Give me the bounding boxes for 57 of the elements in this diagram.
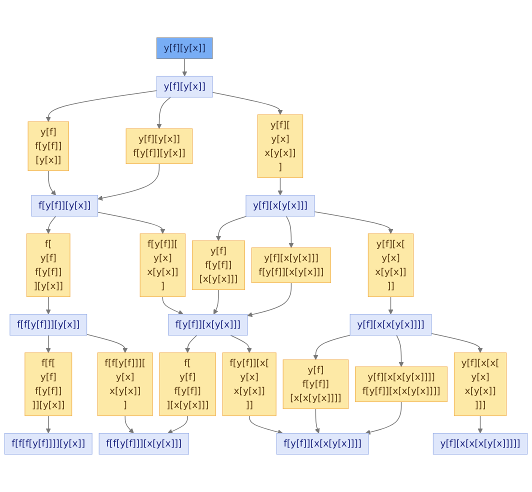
arrow — [478, 415, 483, 434]
node-box: f[f[y[f]]][ y[x] x[y[x]] ] — [97, 352, 153, 416]
node-box: f[f[ y[f] f[y[f]] ]][y[x]] — [24, 352, 72, 416]
arrow — [247, 282, 292, 318]
node-box: y[f][y[x]] — [156, 37, 213, 60]
node-box: y[f][x[ y[x] x[y[x]] ]] — [368, 233, 414, 298]
node-box: f[ y[f] f[y[f]] ][y[x]] — [26, 233, 70, 298]
arrow — [46, 334, 51, 353]
arrow — [185, 334, 198, 353]
node-box: f[y[f]][x[x[y[x]]]] — [276, 432, 369, 455]
node-box: y[f][x[x[y[x]]]] — [350, 314, 432, 336]
arrow — [396, 334, 404, 367]
arrow — [124, 415, 134, 434]
arrow — [278, 177, 283, 196]
arrow — [216, 216, 247, 241]
arrow — [212, 92, 283, 115]
arrow — [230, 334, 252, 353]
arrow — [98, 163, 160, 201]
arrow — [314, 408, 320, 434]
arrow — [213, 289, 219, 314]
node-box: y[f][y[x]] — [156, 76, 213, 98]
node-box: f[y[f]][x[y[x]]] — [168, 314, 248, 336]
node-box: y[f][x[x[ y[x] x[y[x]] ]]] — [454, 352, 507, 416]
arrow — [431, 333, 483, 353]
arrow — [97, 212, 166, 234]
node-box: y[f][x[y[x]]] — [246, 194, 315, 217]
arrow — [365, 401, 402, 435]
node-box: y[f] f[y[f]] [x[y[x]]] — [192, 240, 245, 290]
arrow — [313, 334, 350, 360]
node-box: f[y[f]][x[ y[x] x[y[x]] ]] — [222, 352, 276, 416]
node-box: y[f] f[y[f]] [x[x[y[x]]]] — [282, 359, 349, 410]
arrow — [314, 211, 394, 234]
arrow — [248, 415, 283, 435]
arrow — [46, 415, 51, 434]
arrow — [286, 216, 294, 248]
node-box: f[f[y[f]]][y[x]] — [10, 314, 88, 336]
node-box: f[ y[f] f[y[f]] ][x[y[x]]] — [159, 352, 216, 416]
node-box: y[f][x[y[x]]] f[y[f]][x[y[x]]] — [251, 247, 332, 284]
arrow — [86, 334, 128, 353]
arrow — [182, 58, 188, 76]
arrow — [388, 296, 394, 314]
arrow — [46, 90, 158, 122]
node-box: f[f[f[y[f]]]][y[x]] — [4, 432, 92, 455]
arrow — [48, 170, 56, 196]
node-box: y[f][x[x[y[x]]]] f[y[f]][x[x[y[x]]]] — [355, 366, 448, 402]
node-box: y[f] f[y[f]] [y[x]] — [28, 121, 69, 172]
arrow — [168, 415, 188, 434]
node-box: y[f][ y[x] x[y[x]] ] — [257, 114, 304, 178]
node-box: f[y[f]][y[x]] — [31, 194, 98, 217]
node-box: y[f][y[x]] f[y[f]][y[x]] — [126, 128, 193, 164]
arrow — [162, 296, 184, 315]
node-box: f[y[f]][ y[x] x[y[x]] ] — [140, 233, 186, 298]
arrow — [156, 96, 172, 129]
node-box: f[f[y[f]]][x[y[x]]] — [98, 432, 190, 455]
arrow — [46, 216, 56, 234]
arrow — [46, 296, 51, 314]
node-box: y[f][x[x[x[y[x]]]]] — [432, 432, 528, 455]
